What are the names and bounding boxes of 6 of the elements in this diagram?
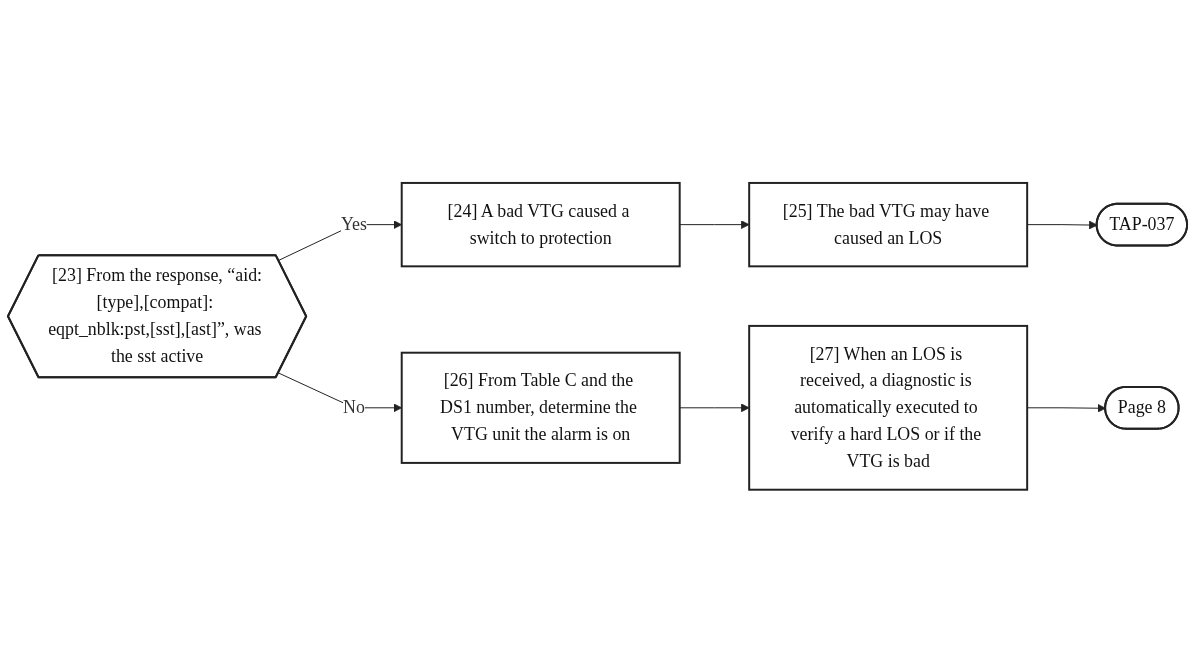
node-box: [24] A bad VTG caused a switch to protection bbox=[400, 181, 681, 267]
edge-label: No bbox=[343, 397, 365, 417]
node-box: [27] When an LOS is received, a diagnostic is automatically executed to verify a hard LOS or if the VTG is bad bbox=[748, 324, 1029, 491]
node-box: [26] From Table C and the DS1 number, determine the VTG unit the alarm is on bbox=[400, 351, 681, 464]
edge-label: Yes bbox=[340, 213, 367, 234]
node-box: [25] The bad VTG may have caused an LOS bbox=[748, 181, 1029, 267]
